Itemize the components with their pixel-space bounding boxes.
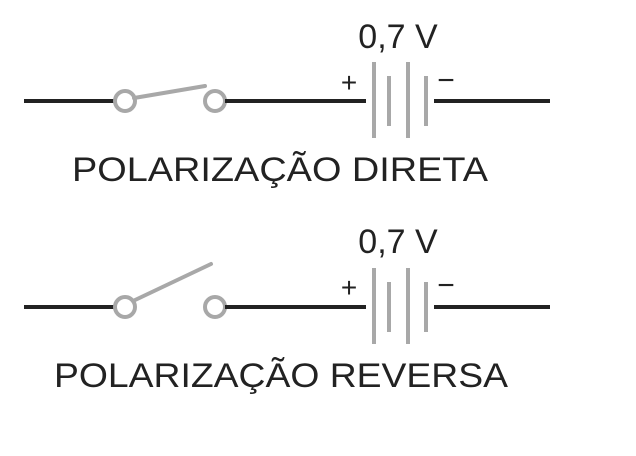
switch-blade-open [131, 262, 213, 303]
plus-sign: + [341, 67, 357, 98]
switch-blade-closed [132, 84, 207, 100]
voltage-label: 0,7 V [358, 18, 438, 56]
switch-terminal-right [203, 89, 227, 113]
caption-reverse: POLARIZAÇÃO REVERSA [54, 357, 508, 395]
circuit-direct: 0,7 V + − POLARIZAÇÃO DIRETA [24, 18, 550, 189]
minus-sign: − [437, 64, 455, 97]
switch-terminal-left [113, 295, 137, 319]
caption-direct: POLARIZAÇÃO DIRETA [72, 151, 488, 189]
circuit-reverse: 0,7 V + − POLARIZAÇÃO REVERSA [24, 223, 550, 395]
plus-sign: + [341, 272, 357, 303]
voltage-label: 0,7 V [358, 223, 438, 261]
minus-sign: − [437, 269, 455, 302]
switch-terminal-left [113, 89, 137, 113]
switch-terminal-right [203, 295, 227, 319]
